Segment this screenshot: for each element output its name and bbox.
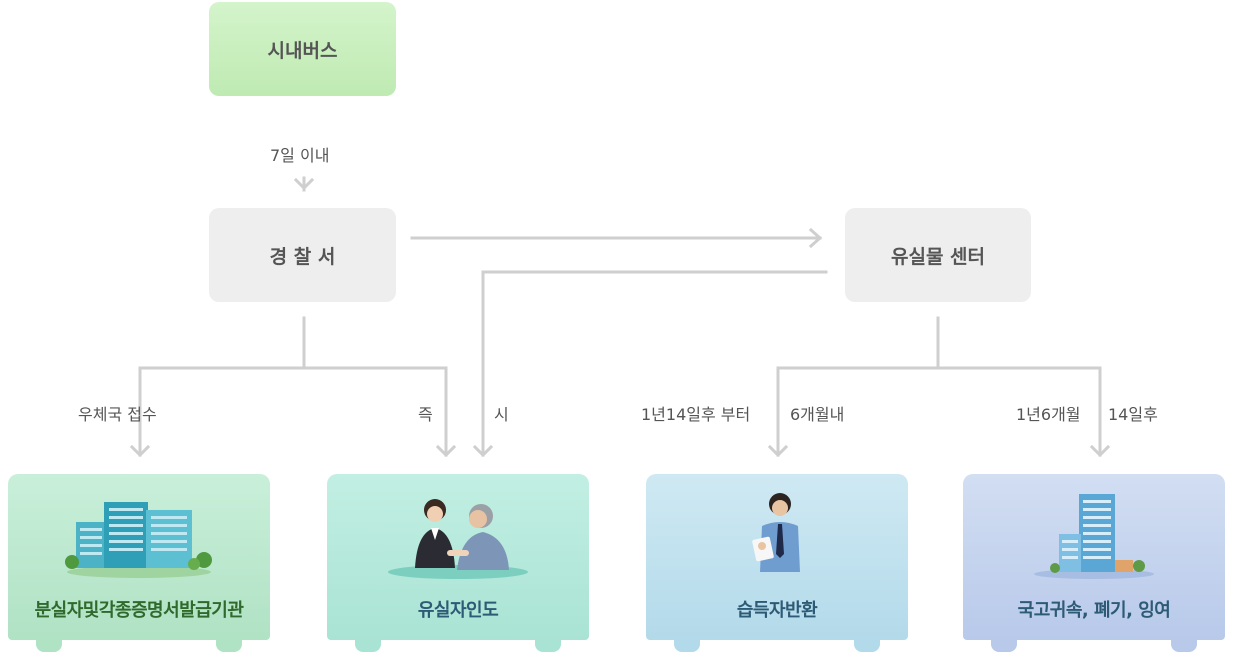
outcome-card-return-to-finder: 습득자반환 bbox=[646, 474, 908, 652]
outcome-card-state-reversion: 국고귀속, 폐기, 잉여 bbox=[963, 474, 1225, 652]
handover-people-icon bbox=[388, 499, 528, 579]
outcome-card-issuing-agency: 분실자및각종증명서발급기관 bbox=[8, 474, 270, 652]
immediate-label-left: 즉 bbox=[418, 405, 433, 424]
office-buildings-icon bbox=[65, 502, 212, 578]
bus-to-police-label: 7일 이내 bbox=[270, 146, 330, 165]
outcome-label-return-to-finder: 습득자반환 bbox=[736, 600, 818, 621]
finder-label-right: 6개월내 bbox=[790, 405, 845, 424]
police-node: 경 찰 서 bbox=[209, 208, 396, 302]
bus-node: 시내버스 bbox=[209, 2, 396, 96]
national-label-right: 14일후 bbox=[1108, 405, 1158, 424]
national-label-left: 1년6개월 bbox=[1016, 405, 1081, 424]
outcome-card-return-to-owner: 유실자인도 bbox=[327, 474, 589, 652]
businessman-icon bbox=[752, 493, 800, 572]
center-node-label: 유실물 센터 bbox=[890, 245, 985, 268]
outcome-label-return-to-owner: 유실자인도 bbox=[417, 600, 499, 621]
tower-building-icon bbox=[1034, 494, 1154, 579]
police-node-label: 경 찰 서 bbox=[269, 245, 336, 268]
finder-label-left: 1년14일후 부터 bbox=[641, 405, 751, 424]
bus-node-label: 시내버스 bbox=[267, 39, 338, 62]
outcome-label-issuing-agency: 분실자및각종증명서발급기관 bbox=[34, 600, 244, 621]
outcome-label-state-reversion: 국고귀속, 폐기, 잉여 bbox=[1017, 600, 1171, 621]
post-office-label: 우체국 접수 bbox=[78, 405, 157, 424]
immediate-label-right: 시 bbox=[494, 405, 509, 424]
lost-found-center-node: 유실물 센터 bbox=[845, 208, 1031, 302]
